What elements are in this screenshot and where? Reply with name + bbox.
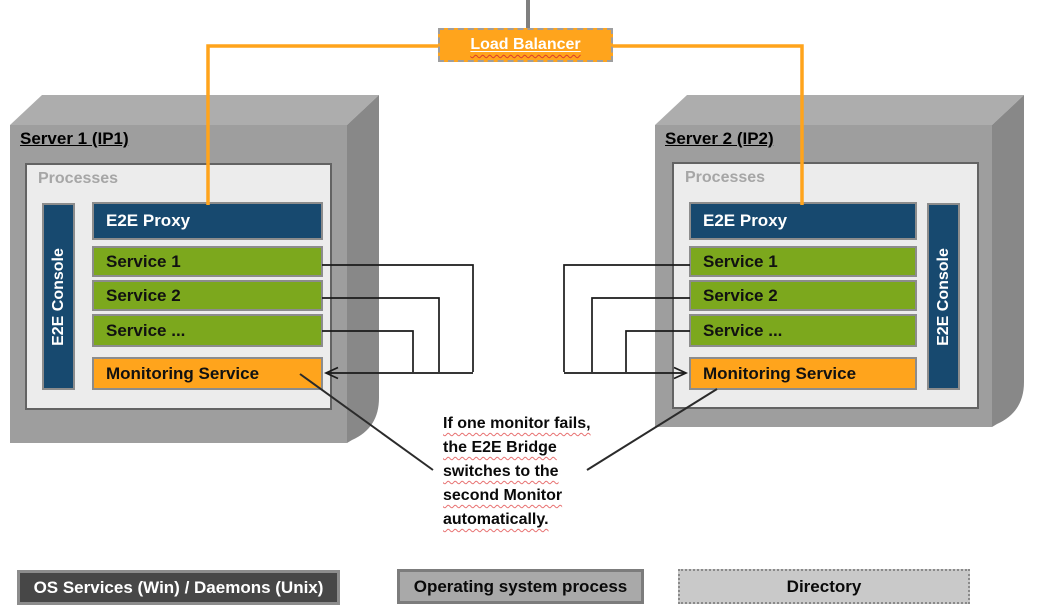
service-label: Service 1 xyxy=(703,251,778,271)
legend-os-services: OS Services (Win) / Daemons (Unix) xyxy=(17,570,340,605)
server-1-title: Server 1 (IP1) xyxy=(20,129,129,148)
monitoring-label: Monitoring Service xyxy=(703,363,857,383)
monitoring-label: Monitoring Service xyxy=(106,363,260,383)
server-1-e2e-proxy-label: E2E Proxy xyxy=(106,211,191,230)
failover-note-line: second Monitor xyxy=(443,487,563,504)
service-label: Service ... xyxy=(106,320,186,340)
server-1-service-2: Service 2 xyxy=(92,280,323,311)
server-1-processes-label: Processes xyxy=(38,170,119,187)
failover-note-line: switches to the xyxy=(443,463,559,480)
legend-os-process: Operating system process xyxy=(397,569,644,604)
service-label: Service 2 xyxy=(106,285,181,305)
failover-note-line: automatically. xyxy=(443,511,549,528)
server-2-e2e-console-label: E2E Console xyxy=(934,247,952,346)
server-2-e2e-proxy: E2E Proxy xyxy=(689,202,917,240)
legend-directory: Directory xyxy=(678,569,970,604)
server-1-service-1: Service 1 xyxy=(92,246,323,277)
load-balancer: Load Balancer xyxy=(438,28,613,62)
server-2-e2e-proxy-label: E2E Proxy xyxy=(703,211,788,230)
server-1-e2e-proxy: E2E Proxy xyxy=(92,202,323,240)
load-balancer-label-wrap: Load Balancer xyxy=(470,36,580,54)
legend-directory-label: Directory xyxy=(786,576,862,596)
failover-note: If one monitor fails, the E2E Bridge swi… xyxy=(443,412,633,532)
server-2-title: Server 2 (IP2) xyxy=(665,129,774,148)
server-1-e2e-console-label: E2E Console xyxy=(49,247,67,346)
server-1-e2e-console: E2E Console xyxy=(42,203,75,390)
failover-note-line: the E2E Bridge xyxy=(443,439,557,456)
service-label: Service 2 xyxy=(703,285,778,305)
server-2-processes-label: Processes xyxy=(685,169,766,186)
server-2-service-more: Service ... xyxy=(689,314,917,347)
legend-os-services-label: OS Services (Win) / Daemons (Unix) xyxy=(33,577,324,597)
server-1-monitoring-service: Monitoring Service xyxy=(92,357,323,390)
server-2-monitoring-service: Monitoring Service xyxy=(689,357,917,390)
server-1-service-more: Service ... xyxy=(92,314,323,347)
server-2-e2e-console: E2E Console xyxy=(927,203,960,390)
load-balancer-label: Load Balancer xyxy=(470,36,581,53)
legend-os-process-label: Operating system process xyxy=(413,576,628,596)
server-2-service-1: Service 1 xyxy=(689,246,917,277)
service-label: Service ... xyxy=(703,320,783,340)
failover-note-line: If one monitor fails, xyxy=(443,415,591,432)
service-label: Service 1 xyxy=(106,251,181,271)
server-2-service-2: Service 2 xyxy=(689,280,917,311)
